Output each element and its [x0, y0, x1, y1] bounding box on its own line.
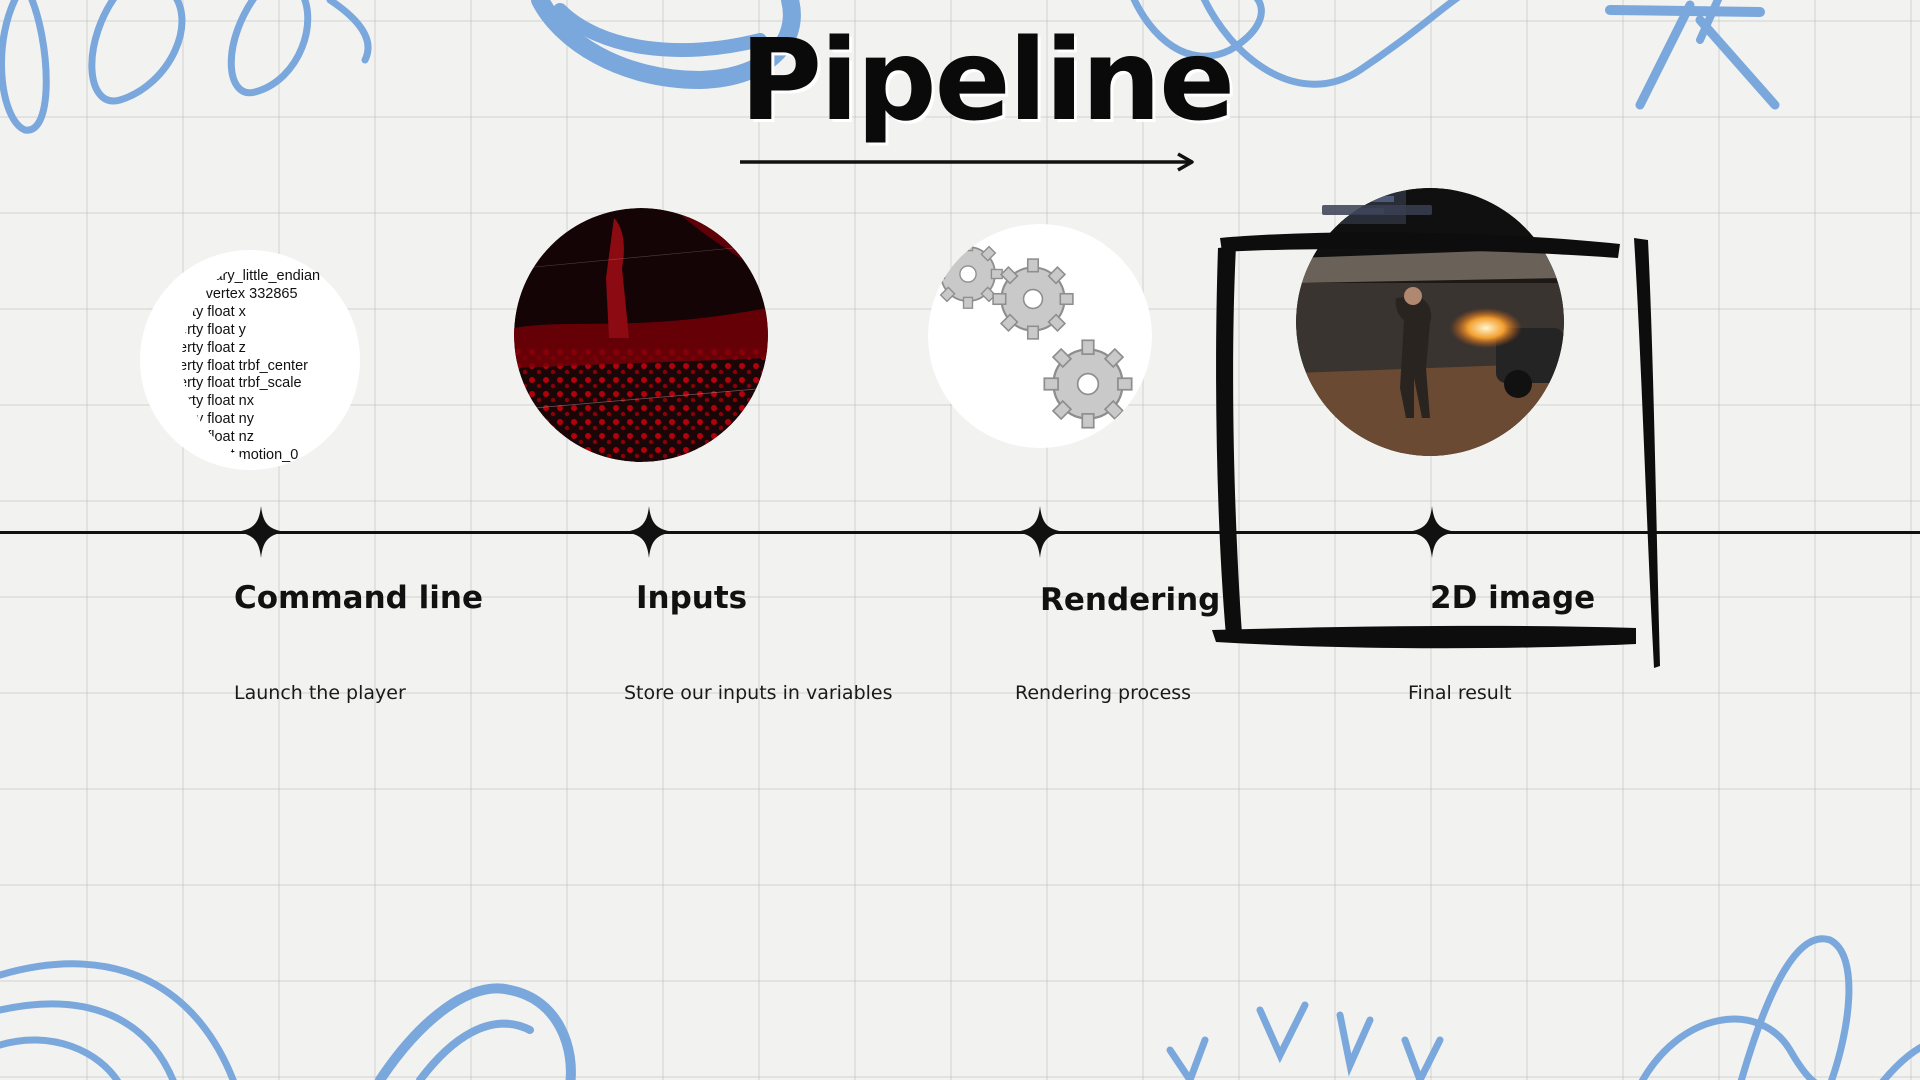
- step-description: Rendering process: [1015, 682, 1192, 704]
- step-label: Command line: [234, 580, 483, 616]
- ply-header-line: property float y: [150, 321, 246, 338]
- step-label: Rendering: [1040, 582, 1221, 618]
- gears-icon: [928, 224, 1152, 448]
- timeline-star-marker-icon: [1014, 506, 1066, 558]
- step-command-line-image: [140, 250, 360, 470]
- step-label: 2D image: [1430, 580, 1596, 616]
- step-description: Launch the player: [234, 682, 406, 704]
- step-label: Inputs: [636, 580, 748, 616]
- ply-header-line: element vertex 332865: [150, 285, 298, 302]
- timeline-star-marker-icon: [235, 506, 287, 558]
- timeline-star-marker-icon: [623, 506, 675, 558]
- red-point-cloud-icon: [514, 208, 768, 462]
- ply-header-line: property float nx: [150, 393, 254, 410]
- ply-header-line: property float trbf_scale: [150, 375, 302, 392]
- ply-header-line: property float trbf_center: [150, 357, 308, 374]
- highlight-frame: [1212, 232, 1660, 668]
- timeline-line: [0, 531, 1920, 534]
- timeline-star-marker-icon: [1406, 506, 1458, 558]
- ply-header-line: property float z: [150, 339, 246, 356]
- step-description: Final result: [1408, 682, 1512, 704]
- ply-header-line: property float x: [150, 303, 246, 320]
- arrow-right-icon: [740, 152, 1194, 172]
- page-title: Pipeline: [740, 16, 1235, 146]
- step-description: Store our inputs in variables: [624, 682, 893, 704]
- video-player-controls-strip: [1322, 205, 1432, 215]
